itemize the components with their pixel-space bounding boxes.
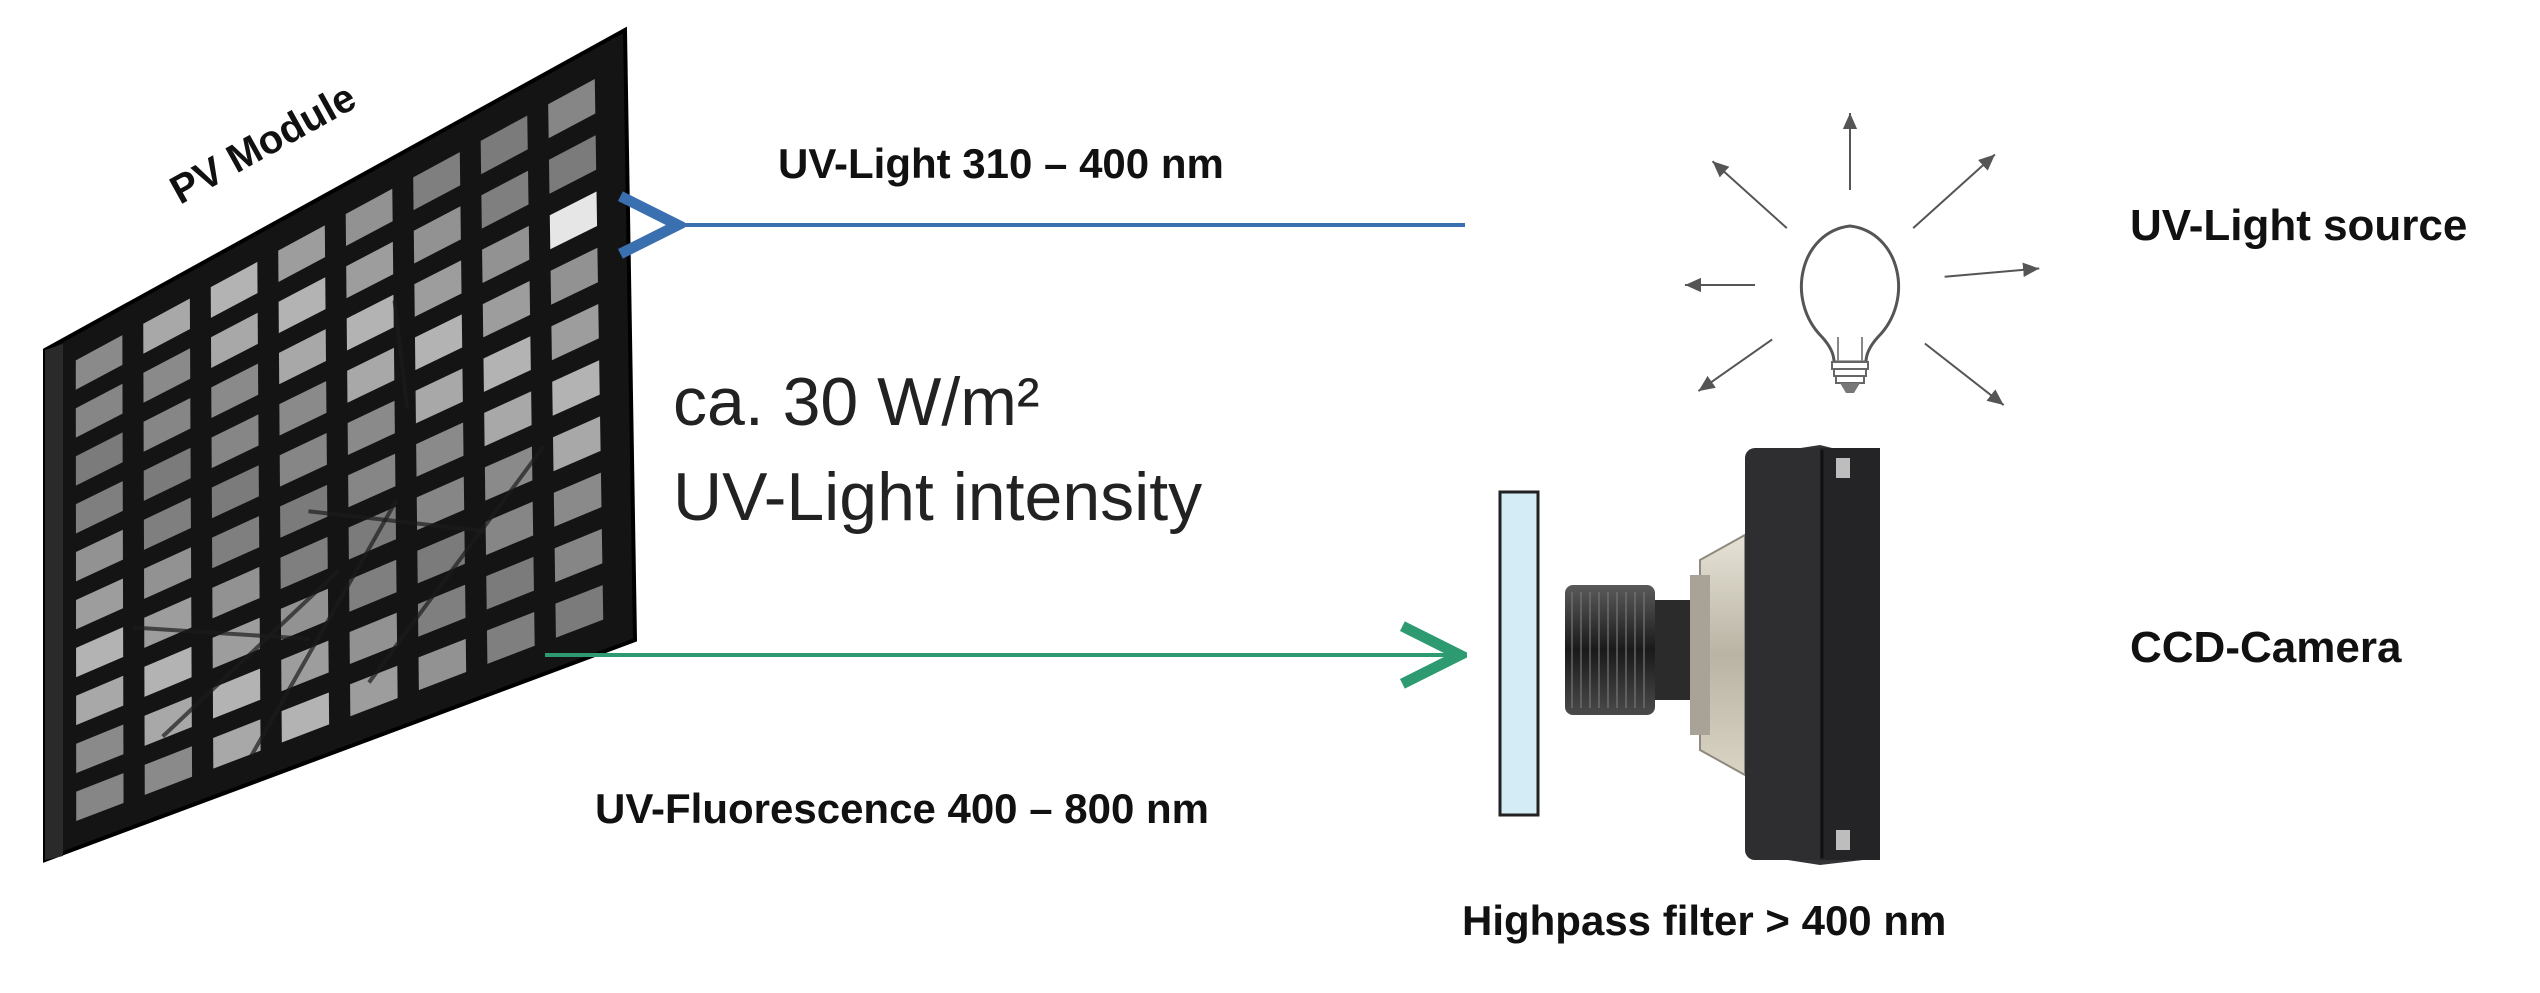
uv-source-label: UV-Light source	[2130, 201, 2467, 250]
ccd-camera-icon	[1565, 445, 1880, 865]
intensity-caption: UV-Light intensity	[673, 459, 1202, 535]
ccd-camera-label: CCD-Camera	[2130, 623, 2402, 672]
highpass-label: Highpass filter > 400 nm	[1462, 897, 1946, 944]
intensity-value: ca. 30 W/m²	[673, 364, 1040, 440]
highpass-filter-icon	[1498, 490, 1540, 817]
light-bulb-icon	[1685, 112, 2040, 406]
pv-module-icon	[43, 26, 638, 863]
fluorescence-label: UV-Fluorescence 400 – 800 nm	[595, 785, 1209, 832]
uv-light-label: UV-Light 310 – 400 nm	[778, 140, 1224, 187]
